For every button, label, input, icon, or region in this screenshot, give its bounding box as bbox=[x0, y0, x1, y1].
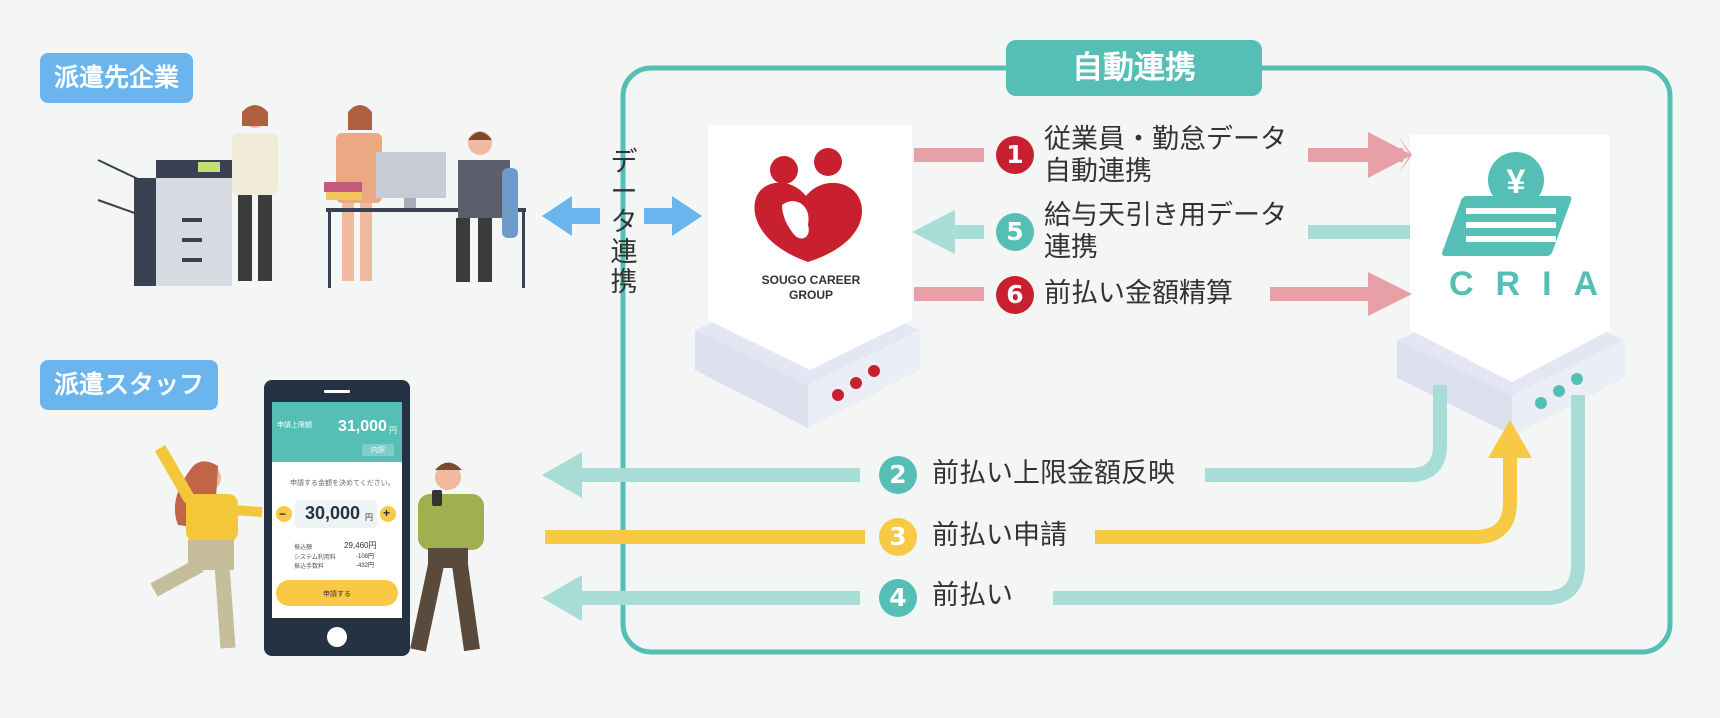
step-4-badge: 4 bbox=[879, 579, 917, 617]
arrow-step-2 bbox=[580, 385, 1447, 482]
data-link-char: 携 bbox=[610, 267, 638, 298]
step-1-badge: 1 bbox=[996, 136, 1034, 174]
sougo-logo-icon bbox=[754, 148, 862, 262]
phone-mockup bbox=[264, 380, 410, 656]
arrow-step-1 bbox=[914, 132, 1412, 178]
cria-logo-icon: ¥ bbox=[1442, 152, 1572, 256]
step-1-label-line2: 自動連携 bbox=[1044, 156, 1152, 187]
phone-amount-yen: 円 bbox=[365, 513, 373, 522]
phone-limit-label: 申請上限額 bbox=[277, 422, 312, 429]
arrow-step-5 bbox=[912, 210, 1410, 254]
step-2-badge: 2 bbox=[879, 456, 917, 494]
step-2-label: 前払い上限金額反映 bbox=[932, 458, 1175, 489]
svg-text:¥: ¥ bbox=[1507, 163, 1526, 201]
step-5-label-line1: 給与天引き用データ bbox=[1044, 200, 1287, 231]
staff-illustration bbox=[150, 445, 484, 652]
staff-tag: 派遣スタッフ bbox=[40, 360, 219, 410]
data-link-arrow bbox=[542, 196, 702, 236]
sougo-logo-line1: SOUGO CAREER bbox=[761, 273, 861, 287]
phone-row-value: 29,460円 bbox=[344, 541, 377, 550]
data-link-char: ー bbox=[610, 177, 638, 208]
phone-prompt: 申請する金額を決めてください。 bbox=[290, 480, 395, 487]
auto-link-title: 自動連携 bbox=[1006, 40, 1262, 96]
plus-icon[interactable]: + bbox=[383, 506, 391, 520]
cria-server: ¥ bbox=[1397, 135, 1625, 435]
phone-row-value: -108円 bbox=[356, 554, 375, 560]
phone-limit-amount: 31,000 bbox=[338, 418, 387, 435]
arrow-step-3-head bbox=[1488, 420, 1532, 458]
phone-amount-input[interactable]: 30,000 bbox=[305, 503, 361, 523]
data-link-label: デ ー タ 連 携 bbox=[604, 148, 644, 298]
step-5-badge: 5 bbox=[996, 213, 1034, 251]
sougo-logo-text: SOUGO CAREER GROUP bbox=[751, 273, 871, 303]
arrow-step-6 bbox=[914, 272, 1412, 316]
data-link-char: デ bbox=[610, 147, 638, 178]
step-5-label-line2: 連携 bbox=[1044, 232, 1098, 263]
step-3-label: 前払い申請 bbox=[932, 520, 1067, 551]
arrow-step-3 bbox=[545, 455, 1517, 544]
phone-apply-button[interactable]: 申請する bbox=[323, 591, 351, 598]
step-1-label-line1: 従業員・勤怠データ bbox=[1044, 124, 1287, 155]
office-illustration bbox=[97, 105, 526, 288]
phone-row-value: -432円 bbox=[356, 563, 375, 569]
step-6-badge: 6 bbox=[996, 276, 1034, 314]
step-4-label: 前払い bbox=[932, 580, 1013, 611]
arrow-step-4-head bbox=[542, 575, 582, 621]
data-link-char: 連 bbox=[610, 237, 638, 268]
sougo-logo-line2: GROUP bbox=[788, 288, 833, 302]
data-link-char: タ bbox=[610, 207, 638, 238]
phone-row-label: 振込手数料 bbox=[294, 564, 325, 570]
arrow-step-4 bbox=[580, 395, 1585, 605]
phone-row-label: システム利用料 bbox=[294, 555, 336, 561]
phone-row-label: 振込額 bbox=[294, 545, 313, 551]
sougo-server bbox=[695, 125, 920, 428]
minus-icon[interactable]: − bbox=[279, 507, 287, 521]
step-3-badge: 3 bbox=[879, 518, 917, 556]
phone-detail-button[interactable]: 内訳 bbox=[371, 447, 385, 454]
cria-logo-text: CRIA bbox=[1449, 265, 1621, 303]
client-company-tag: 派遣先企業 bbox=[40, 53, 194, 103]
phone-limit-yen: 円 bbox=[389, 426, 397, 435]
arrow-step-2-head bbox=[542, 452, 582, 498]
step-6-label: 前払い金額精算 bbox=[1044, 278, 1233, 309]
